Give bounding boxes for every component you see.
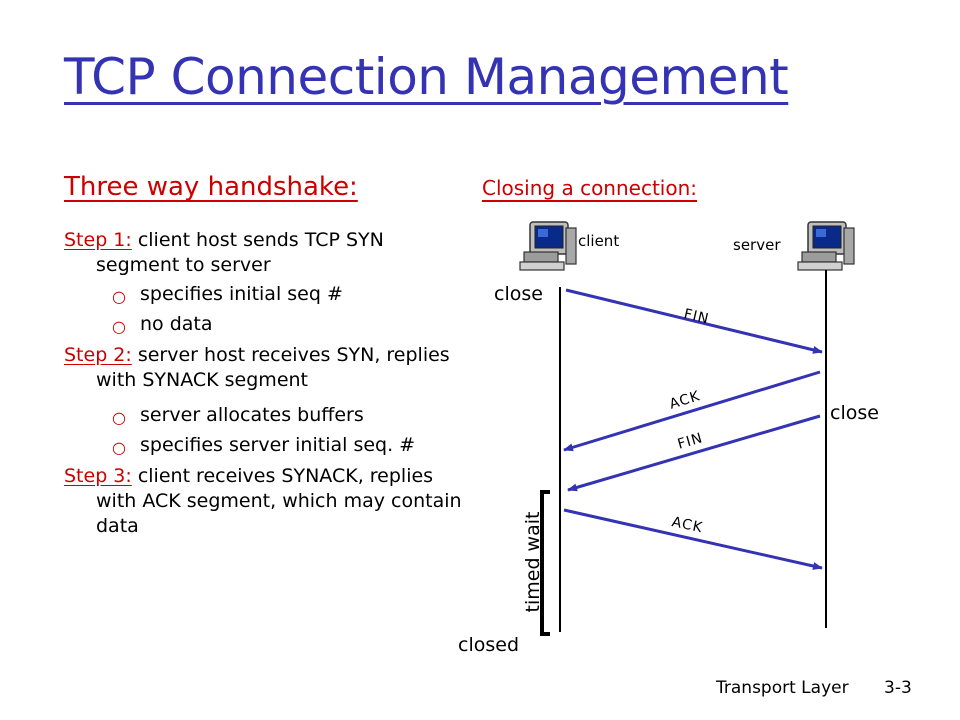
step-text: client receives SYNACK, replies with ACK… (96, 465, 462, 537)
footer-page-number: 3-3 (884, 678, 912, 698)
ack-arrow-1 (563, 370, 821, 452)
step-3: Step 3: client receives SYNACK, replies … (64, 464, 464, 539)
fin-arrow-1 (565, 288, 823, 354)
handshake-steps: Step 1: client host sends TCP SYN segmen… (64, 228, 464, 539)
fin-arrow-2 (567, 414, 821, 492)
list-item: ○ no data (112, 312, 464, 337)
client-computer-icon (519, 221, 577, 271)
client-close-label: close (494, 283, 543, 305)
step-1: Step 1: client host sends TCP SYN segmen… (64, 228, 464, 278)
bullet-text: specifies server initial seq. # (140, 434, 416, 456)
step-label: Step 1: (64, 229, 132, 251)
client-label: client (578, 232, 620, 250)
slide-title: TCP Connection Management (64, 48, 789, 106)
closing-heading: Closing a connection: (482, 176, 698, 200)
bullet-text: specifies initial seq # (140, 283, 343, 305)
server-close-label: close (830, 402, 879, 424)
ack-arrow-2 (563, 508, 823, 570)
step-label: Step 3: (64, 465, 132, 487)
step-label: Step 2: (64, 344, 132, 366)
step-text: client host sends TCP SYN segment to ser… (96, 229, 384, 276)
footer-chapter: Transport Layer (716, 678, 849, 698)
server-label: server (733, 236, 781, 254)
server-computer-icon (797, 221, 855, 271)
bullet-text: server allocates buffers (140, 404, 364, 426)
closed-label: closed (458, 634, 519, 656)
step-2: Step 2: server host receives SYN, replie… (64, 343, 464, 393)
timed-wait-bracket (540, 490, 550, 636)
timed-wait-label: timed wait (522, 511, 544, 613)
step-2-bullets: ○ server allocates buffers ○ specifies ser… (64, 403, 464, 458)
bullet-icon: ○ (112, 438, 126, 457)
bullet-icon: ○ (112, 287, 126, 306)
list-item: ○ specifies initial seq # (112, 282, 464, 307)
list-item: ○ specifies server initial seq. # (112, 433, 464, 458)
list-item: ○ server allocates buffers (112, 403, 464, 428)
handshake-heading: Three way handshake: (64, 172, 358, 202)
bullet-icon: ○ (112, 317, 126, 336)
step-1-bullets: ○ specifies initial seq # ○ no data (64, 282, 464, 337)
step-text: server host receives SYN, replies with S… (96, 344, 450, 391)
bullet-text: no data (140, 313, 213, 335)
bullet-icon: ○ (112, 408, 126, 427)
